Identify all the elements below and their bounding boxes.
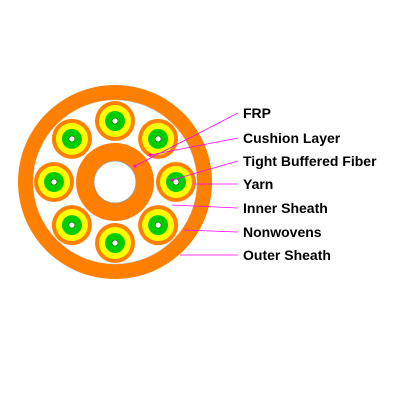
leader-lines — [134, 112, 239, 256]
leader-line-nonwovens — [183, 229, 239, 233]
label-frp: FRP — [243, 105, 271, 121]
leader-marker-frp — [133, 164, 137, 168]
tight-buffered-fiber — [51, 205, 92, 246]
leader-marker-cushion-layer — [148, 153, 152, 157]
fiber-center — [111, 239, 119, 247]
tight-buffered-fiber — [138, 205, 179, 246]
tight-buffered-fiber — [156, 162, 196, 202]
frp-core — [93, 160, 137, 204]
leader-markers — [133, 153, 174, 182]
fiber-center — [154, 135, 162, 143]
fiber-center — [154, 221, 162, 229]
tight-buffered-fiber — [138, 118, 179, 159]
tight-buffered-fiber — [51, 118, 92, 159]
label-outer-sheath: Outer Sheath — [243, 247, 331, 263]
label-tight-buffered-fiber: Tight Buffered Fiber — [243, 153, 377, 169]
tight-buffered-fiber — [34, 162, 74, 202]
fiber-center — [172, 178, 180, 186]
fiber-center — [50, 178, 58, 186]
leader-line-inner-sheath — [171, 204, 239, 209]
tight-buffered-fiber — [95, 223, 135, 263]
fiber-center — [111, 117, 119, 125]
leader-line-frp — [134, 112, 239, 167]
label-nonwovens: Nonwovens — [243, 224, 322, 240]
fiber-center — [68, 135, 76, 143]
tight-buffered-fiber-group — [34, 101, 196, 263]
leader-line-cushion-layer — [149, 137, 239, 156]
label-yarn: Yarn — [243, 176, 274, 192]
leader-line-tight-buffered-fiber — [171, 160, 239, 181]
label-inner-sheath: Inner Sheath — [243, 200, 328, 216]
tight-buffered-fiber — [95, 101, 135, 141]
label-cushion-layer: Cushion Layer — [243, 130, 341, 146]
fiber-center — [68, 221, 76, 229]
leader-marker-tight-buffered-fiber — [170, 178, 174, 182]
